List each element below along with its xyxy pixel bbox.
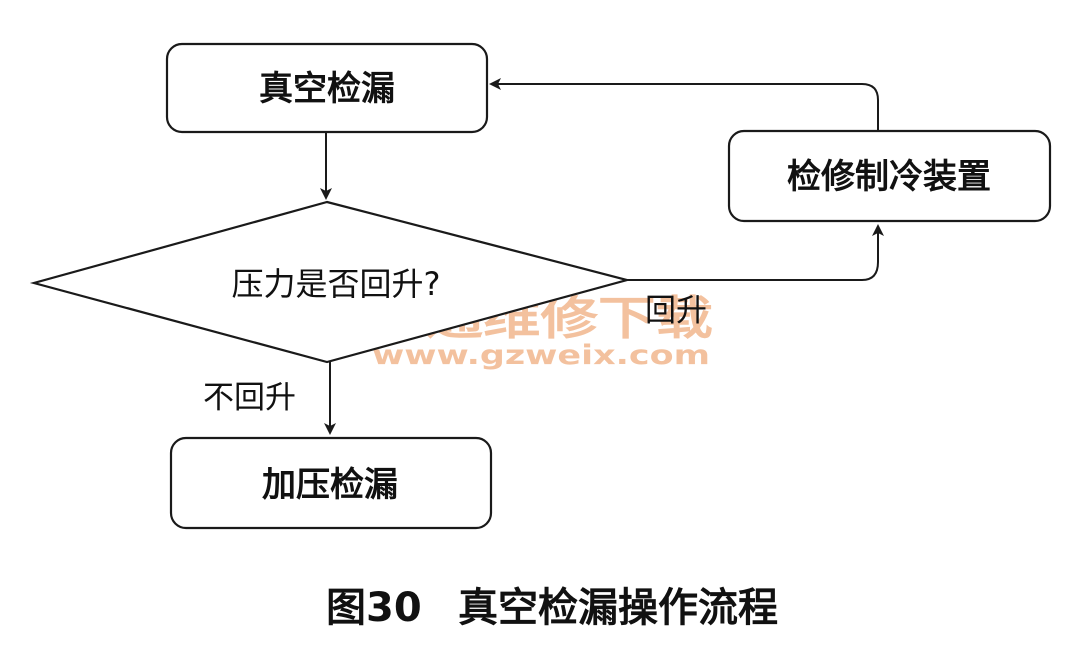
node-box [169, 436, 493, 530]
node-vacuum-leak-test: 真空检漏 [165, 42, 489, 134]
edges [320, 78, 884, 435]
edge-repair-to-vacuum [489, 78, 879, 130]
node-label: 真空检漏 [259, 69, 395, 109]
node-repair-refrigeration: 检修制冷装置 [727, 129, 1052, 223]
node-box [727, 129, 1052, 223]
decision-diamond [29, 200, 632, 364]
caption-figure-number: 图30 [326, 585, 422, 631]
node-pressure-leak-test: 加压检漏 [169, 436, 493, 530]
edge-label-not-rise: 不回升 [203, 380, 296, 416]
figure-caption: 图30 真空检漏操作流程 [326, 585, 778, 631]
node-label: 加压检漏 [262, 465, 398, 505]
decision-pressure-rise: 压力是否回升? [29, 200, 632, 364]
edge-label-rises: 回升 [645, 293, 707, 329]
watermark-url: www.gzweix.com [372, 340, 710, 371]
node-box [165, 42, 489, 134]
node-label: 检修制冷装置 [787, 157, 991, 197]
edge-decision-to-repair [627, 224, 884, 281]
decision-label: 压力是否回升? [232, 265, 441, 303]
caption-title: 真空检漏操作流程 [458, 585, 778, 631]
